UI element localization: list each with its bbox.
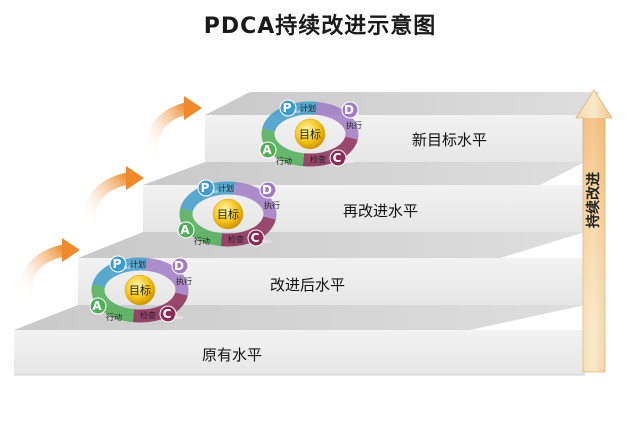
svg-text:P: P [283,101,292,115]
svg-text:lan: lan [212,189,219,194]
svg-text:执行: 执行 [264,200,280,210]
level-label-improved: 改进后水平 [270,276,345,294]
svg-text:计划: 计划 [218,183,234,193]
goal-ball [294,118,326,150]
step-1-face [14,330,585,375]
svg-text:检查: 检查 [140,310,156,320]
svg-text:执行: 执行 [346,120,362,130]
svg-text:o: o [186,267,189,272]
svg-text:D: D [174,259,184,273]
act-badge: A 行动 [89,297,122,322]
do-segment [315,101,359,140]
curve-arrow-1 [19,238,80,306]
svg-text:C: C [251,231,260,245]
svg-text:o: o [274,191,277,196]
curve-arrow-2 [83,166,144,234]
svg-text:C: C [163,307,172,321]
svg-text:lan: lan [124,265,131,270]
svg-text:C: C [333,151,342,165]
page-title: PDCA持续改进示意图 [203,14,437,39]
svg-text:计划: 计划 [130,259,146,269]
continuous-improvement-arrow: 持续改进 [575,89,613,373]
step-4-top [205,92,600,115]
svg-text:A: A [180,223,190,237]
svg-text:检查: 检查 [228,234,244,244]
do-segment [145,257,189,296]
svg-text:o: o [356,111,359,116]
svg-text:行动: 行动 [106,312,122,322]
svg-text:检查: 检查 [310,154,326,164]
svg-text:P: P [201,181,210,195]
svg-text:A: A [92,299,102,313]
svg-text:heck: heck [174,315,184,320]
do-segment [233,181,277,220]
step-up-arrows [19,96,202,306]
svg-text:行动: 行动 [276,156,292,166]
act-badge: A 行动 [259,141,292,166]
svg-text:A: A [262,143,272,157]
goal-label: 目标 [129,283,151,297]
curve-arrow-3 [145,96,202,164]
step-3-top [143,162,585,185]
svg-text:P: P [113,257,122,271]
goal-ball [212,198,244,230]
step-2-top [78,232,585,258]
side-label: 持续改进 [585,172,602,228]
goal-label: 目标 [299,127,321,141]
level-label-new-target: 新目标水平 [412,131,487,149]
svg-text:D: D [262,183,272,197]
act-badge: A 行动 [177,221,210,246]
svg-text:heck: heck [344,159,354,164]
level-label-reimproved: 再改进水平 [343,202,418,220]
svg-text:执行: 执行 [176,276,192,286]
svg-text:计划: 计划 [300,103,316,113]
goal-label: 目标 [217,207,239,221]
level-label-original: 原有水平 [202,346,262,364]
svg-text:行动: 行动 [194,236,210,246]
goal-ball [124,274,156,306]
svg-text:lan: lan [294,109,301,114]
svg-text:heck: heck [262,239,272,244]
svg-text:D: D [344,103,354,117]
